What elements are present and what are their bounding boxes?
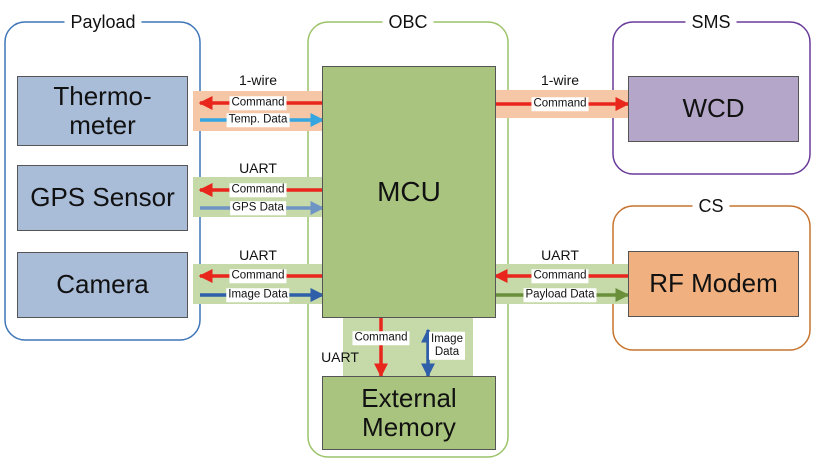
thermometer-label-line1: Thermo-	[53, 80, 152, 111]
memory-bus-label: UART	[321, 349, 359, 365]
camera-block: Camera	[17, 252, 188, 318]
memory-command-label: Command	[352, 331, 410, 345]
thermometer-data-label: Temp. Data	[226, 113, 290, 127]
payload-group-title: Payload	[64, 12, 142, 32]
thermometer-bus-label: 1-wire	[235, 72, 281, 88]
memory-data-label: Image Data	[429, 331, 465, 361]
gps-bus-label: UART	[236, 160, 280, 176]
sms-group-title: SMS	[685, 12, 737, 32]
rf-modem-block: RF Modem	[628, 251, 799, 317]
gps-sensor-block: GPS Sensor	[17, 165, 188, 231]
thermometer-label-line2: meter	[69, 110, 136, 140]
camera-data-label: Image Data	[226, 288, 290, 302]
wcd-block: WCD	[628, 76, 799, 142]
rf-command-label: Command	[531, 269, 589, 283]
thermometer-command-label: Command	[229, 96, 287, 110]
memory-label-line2: Memory	[362, 412, 456, 442]
memory-data-label-line1: Image	[431, 332, 463, 345]
mcu-block: MCU	[322, 66, 496, 318]
thermometer-block: Thermo-meter	[17, 76, 188, 146]
rf-bus-label: UART	[538, 247, 582, 263]
obc-group-title: OBC	[382, 12, 434, 32]
cs-group-title: CS	[692, 196, 730, 216]
rf-data-label: Payload Data	[523, 288, 597, 302]
camera-bus-label: UART	[236, 247, 280, 263]
memory-label-line1: External	[361, 382, 457, 413]
wcd-bus-label: 1-wire	[537, 72, 583, 88]
wcd-command-label: Command	[531, 97, 589, 111]
gps-data-label: GPS Data	[230, 201, 286, 215]
camera-command-label: Command	[229, 269, 287, 283]
memory-data-label-line2: Data	[434, 346, 460, 358]
gps-command-label: Command	[229, 183, 287, 197]
